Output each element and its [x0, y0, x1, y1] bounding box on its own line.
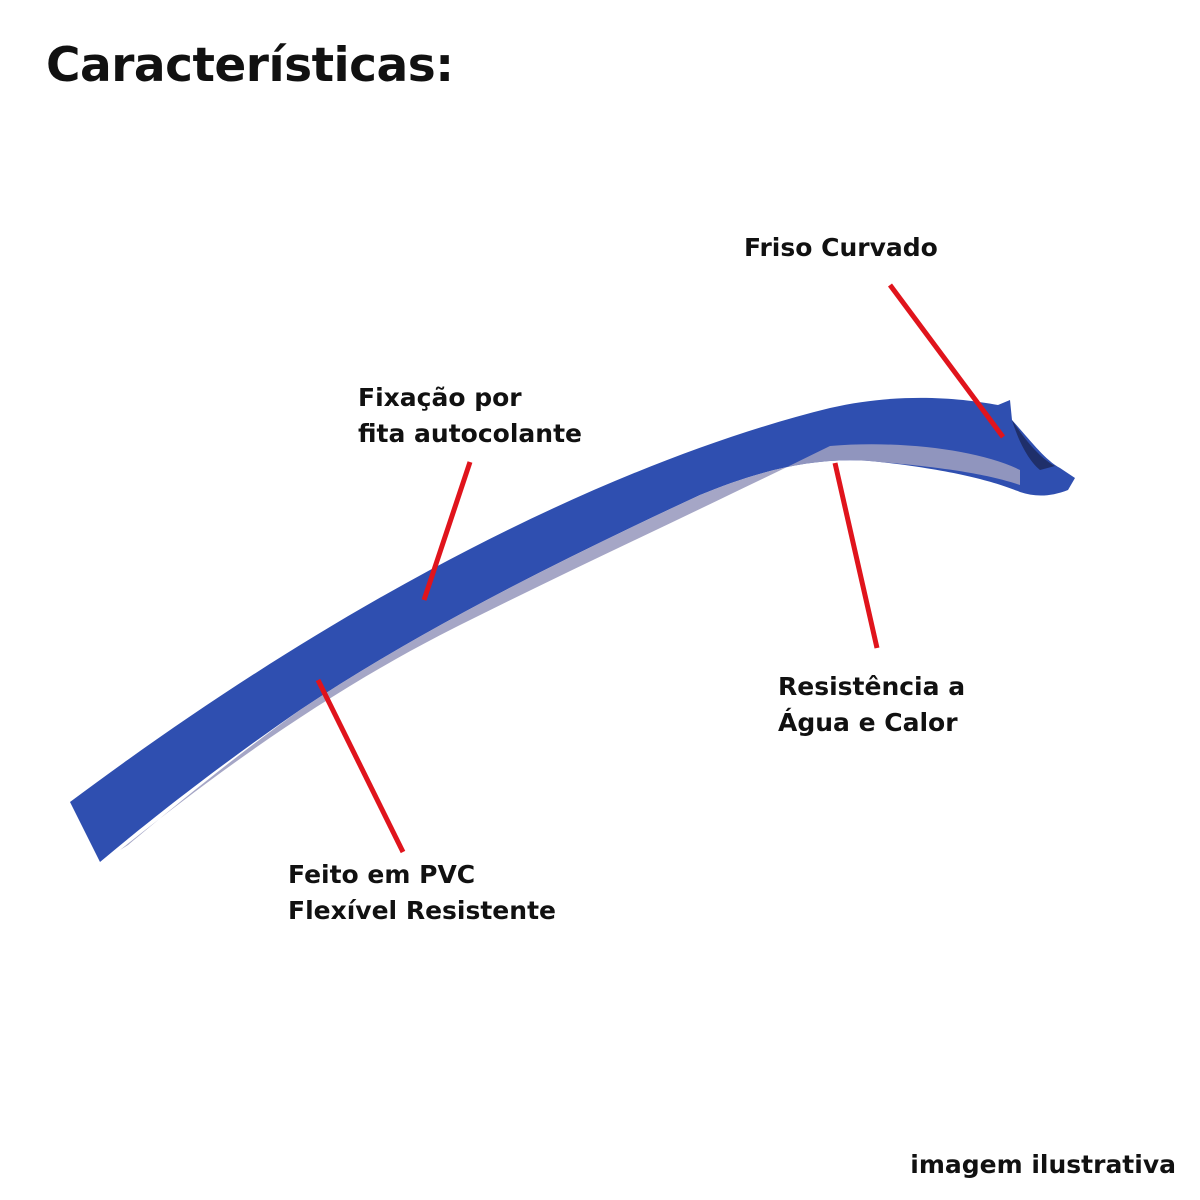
label-resistencia-line2: Água e Calor	[778, 708, 958, 737]
strip-profile-end	[1012, 420, 1055, 470]
pointer-fixacao	[421, 461, 473, 601]
illustrative-image-note: imagem ilustrativa	[910, 1150, 1176, 1179]
pointer-friso	[887, 283, 1006, 439]
label-pvc-line1: Feito em PVC	[288, 860, 476, 889]
label-fixacao: Fixação por fita autocolante	[358, 380, 582, 452]
page-title: Características:	[46, 38, 454, 93]
label-resistencia-line1: Resistência a	[778, 672, 966, 701]
label-resistencia: Resistência a Água e Calor	[778, 669, 965, 741]
label-fixacao-line1: Fixação por	[358, 383, 522, 412]
label-fixacao-line2: fita autocolante	[358, 419, 582, 448]
label-pvc: Feito em PVC Flexível Resistente	[288, 857, 556, 929]
label-pvc-line2: Flexível Resistente	[288, 896, 556, 925]
strip-body	[70, 397, 1075, 862]
label-friso-curvado: Friso Curvado	[744, 233, 938, 262]
pointer-pvc	[315, 678, 406, 854]
pointer-resistencia	[832, 462, 880, 649]
